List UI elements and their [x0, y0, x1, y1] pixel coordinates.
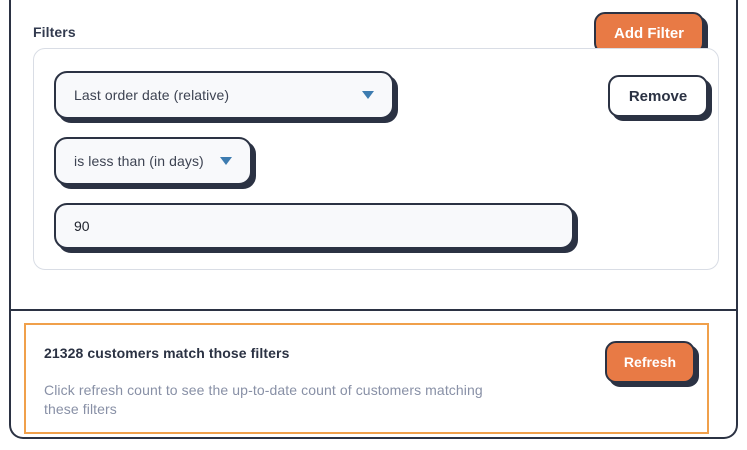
- refresh-count-button[interactable]: Refresh: [605, 341, 695, 383]
- chevron-down-icon: [219, 157, 232, 165]
- refresh-hint-text: Click refresh count to see the up-to-dat…: [44, 382, 483, 417]
- filters-section: Filters Add Filter Remove Last order dat…: [11, 0, 736, 311]
- remove-filter-button[interactable]: Remove: [608, 75, 708, 117]
- filter-operator-select[interactable]: is less than (in days): [54, 137, 252, 185]
- filter-value-field[interactable]: [54, 203, 574, 249]
- filter-attribute-value: Last order date (relative): [74, 87, 230, 103]
- filter-attribute-select[interactable]: Last order date (relative): [54, 71, 394, 119]
- filters-card: Filters Add Filter Remove Last order dat…: [9, 0, 738, 439]
- page-title: Filters: [33, 24, 76, 40]
- filter-group: Remove Last order date (relative) is les…: [33, 48, 719, 270]
- results-section: 21328 customers match those filters Clic…: [11, 311, 736, 437]
- match-count-text: 21328 customers match those filters: [44, 345, 290, 361]
- match-count-panel: 21328 customers match those filters Clic…: [24, 323, 709, 434]
- chevron-down-icon: [362, 91, 374, 99]
- filter-value-input[interactable]: [56, 205, 572, 247]
- filter-operator-value: is less than (in days): [74, 153, 204, 169]
